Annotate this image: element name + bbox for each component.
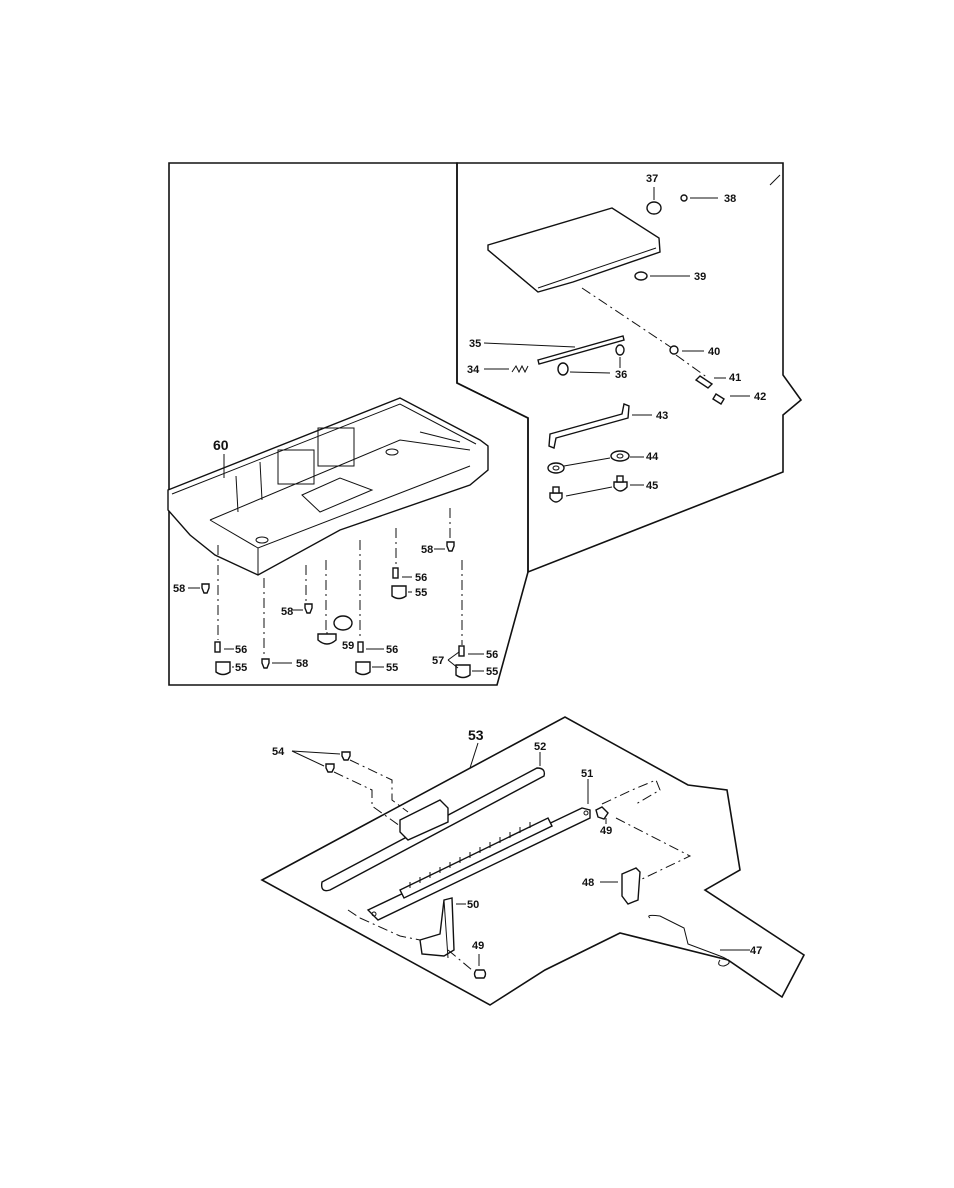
label-58-c: 58: [281, 606, 293, 618]
part-35-rod: [538, 336, 624, 364]
part-39: [635, 272, 647, 280]
part-41-spring: [696, 376, 712, 388]
part-44-washer-a: [548, 463, 564, 473]
part-45-foot-a: [550, 493, 562, 502]
label-37: 37: [646, 173, 658, 185]
label-48: 48: [582, 877, 594, 889]
label-45: 45: [646, 480, 658, 492]
label-49-b: 49: [472, 940, 484, 952]
label-55-d: 55: [486, 666, 498, 678]
bottom-panel: [262, 717, 804, 1005]
part-37-cap: [647, 202, 661, 214]
extension-plate: [488, 208, 660, 292]
label-55-c: 55: [386, 662, 398, 674]
label-38: 38: [724, 193, 736, 205]
part-36-clip-b: [616, 345, 624, 355]
label-59: 59: [342, 640, 354, 652]
part-47-wire: [649, 915, 729, 966]
label-58-b: 58: [173, 583, 185, 595]
label-56-c: 56: [386, 644, 398, 656]
label-36: 36: [615, 369, 627, 381]
label-58-d: 58: [296, 658, 308, 670]
label-56-b: 56: [235, 644, 247, 656]
label-55-a: 55: [415, 587, 427, 599]
part-50-bracket: [420, 898, 454, 958]
part-45-foot-b: [614, 482, 627, 491]
label-58-a: 58: [421, 544, 433, 556]
label-53: 53: [468, 727, 484, 743]
part-34-spring: [512, 366, 528, 372]
part-36-clip-a: [558, 363, 568, 375]
part-48-clip: [622, 868, 640, 904]
label-55-b: 55: [235, 662, 247, 674]
label-44: 44: [646, 451, 659, 463]
label-47: 47: [750, 945, 762, 957]
label-40: 40: [708, 346, 720, 358]
label-51: 51: [581, 768, 593, 780]
accessory-panel: [457, 163, 801, 572]
label-60: 60: [213, 437, 229, 453]
label-39: 39: [694, 271, 706, 283]
label-56-a: 56: [415, 572, 427, 584]
label-54: 54: [272, 746, 285, 758]
label-42: 42: [754, 391, 766, 403]
label-34: 34: [467, 364, 480, 376]
label-35: 35: [469, 338, 481, 350]
label-49-a: 49: [600, 825, 612, 837]
base-panel: [168, 163, 528, 685]
part-43-bar: [549, 404, 629, 448]
part-42-bolt: [713, 394, 724, 404]
label-52: 52: [534, 741, 546, 753]
label-57: 57: [432, 655, 444, 667]
label-50: 50: [467, 899, 479, 911]
part-38-screw: [681, 195, 687, 201]
label-56-d: 56: [486, 649, 498, 661]
part-60-base-tray: [168, 398, 488, 575]
label-43: 43: [656, 410, 668, 422]
part-44-washer-b: [611, 451, 629, 461]
part-54-screws: [326, 752, 350, 772]
label-41: 41: [729, 372, 741, 384]
part-40-nut: [670, 346, 678, 354]
